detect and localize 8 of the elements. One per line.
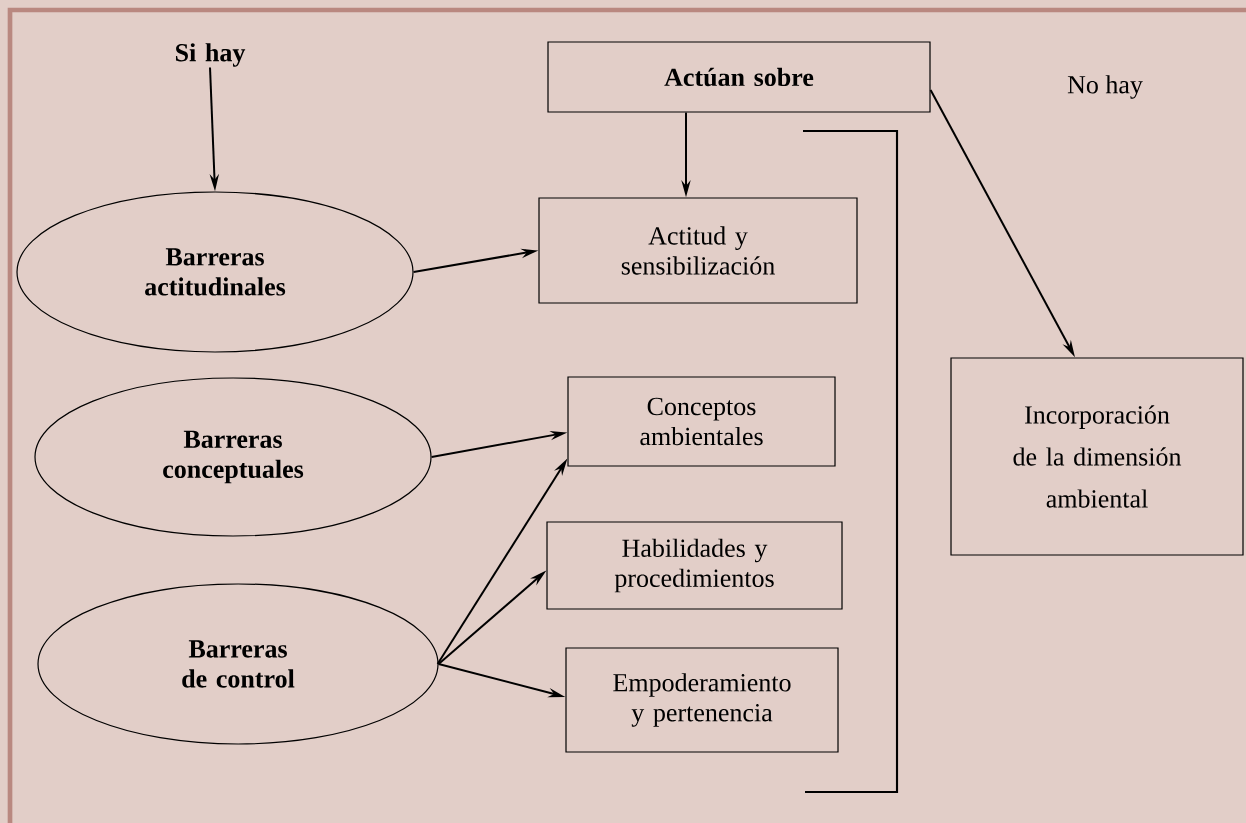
process-box: Actúan sobre [547,41,931,113]
process-box: Conceptos ambientales [567,376,836,467]
heading-text: Si hay [176,43,246,67]
process-box: Incorporación de la dimensión ambiental [950,357,1244,556]
process-box: Actitud y sensibilización [538,197,858,304]
side-label: No hay [1067,75,1143,99]
process-box: Habilidades y procedimientos [546,521,843,610]
process-box: Empoderamiento y pertenencia [565,647,839,753]
